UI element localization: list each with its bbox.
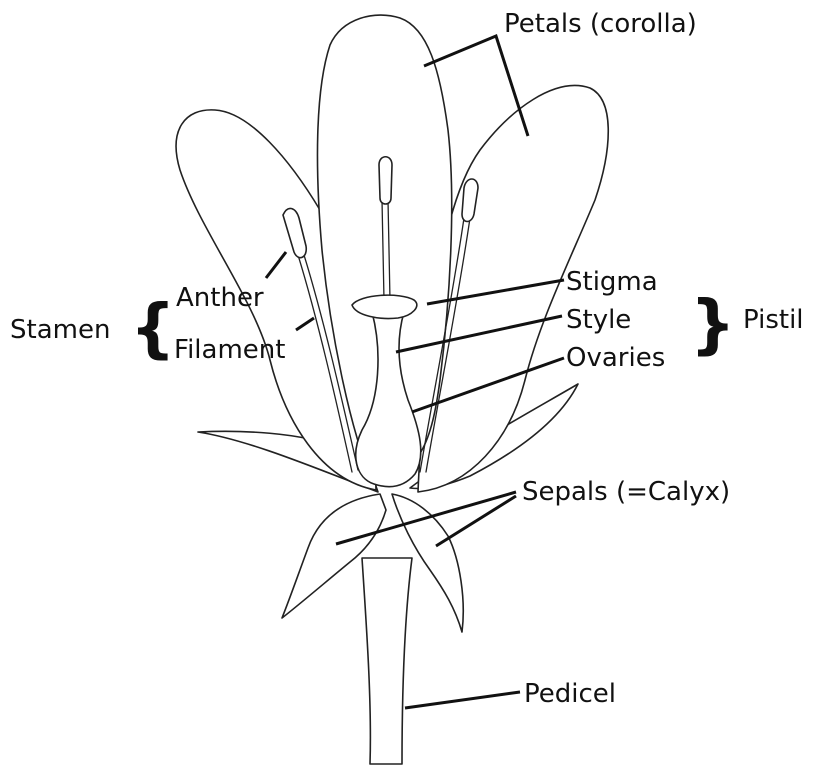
pedicel-stem: [362, 558, 412, 764]
label-ovaries: Ovaries: [566, 343, 665, 373]
label-style: Style: [566, 305, 631, 335]
label-sepals: Sepals (=Calyx): [522, 477, 730, 507]
label-pedicel: Pedicel: [524, 679, 616, 709]
label-pistil: Pistil: [743, 305, 804, 335]
stamen-brace: {: [130, 292, 176, 366]
label-stamen: Stamen: [10, 315, 110, 345]
leader-pedicel: [405, 692, 520, 708]
pistil-brace: }: [690, 288, 736, 362]
label-anther: Anther: [176, 283, 264, 313]
label-stigma: Stigma: [566, 267, 658, 297]
label-filament: Filament: [174, 335, 285, 365]
label-petals: Petals (corolla): [504, 9, 697, 39]
stamen-anther-center: [379, 157, 392, 204]
